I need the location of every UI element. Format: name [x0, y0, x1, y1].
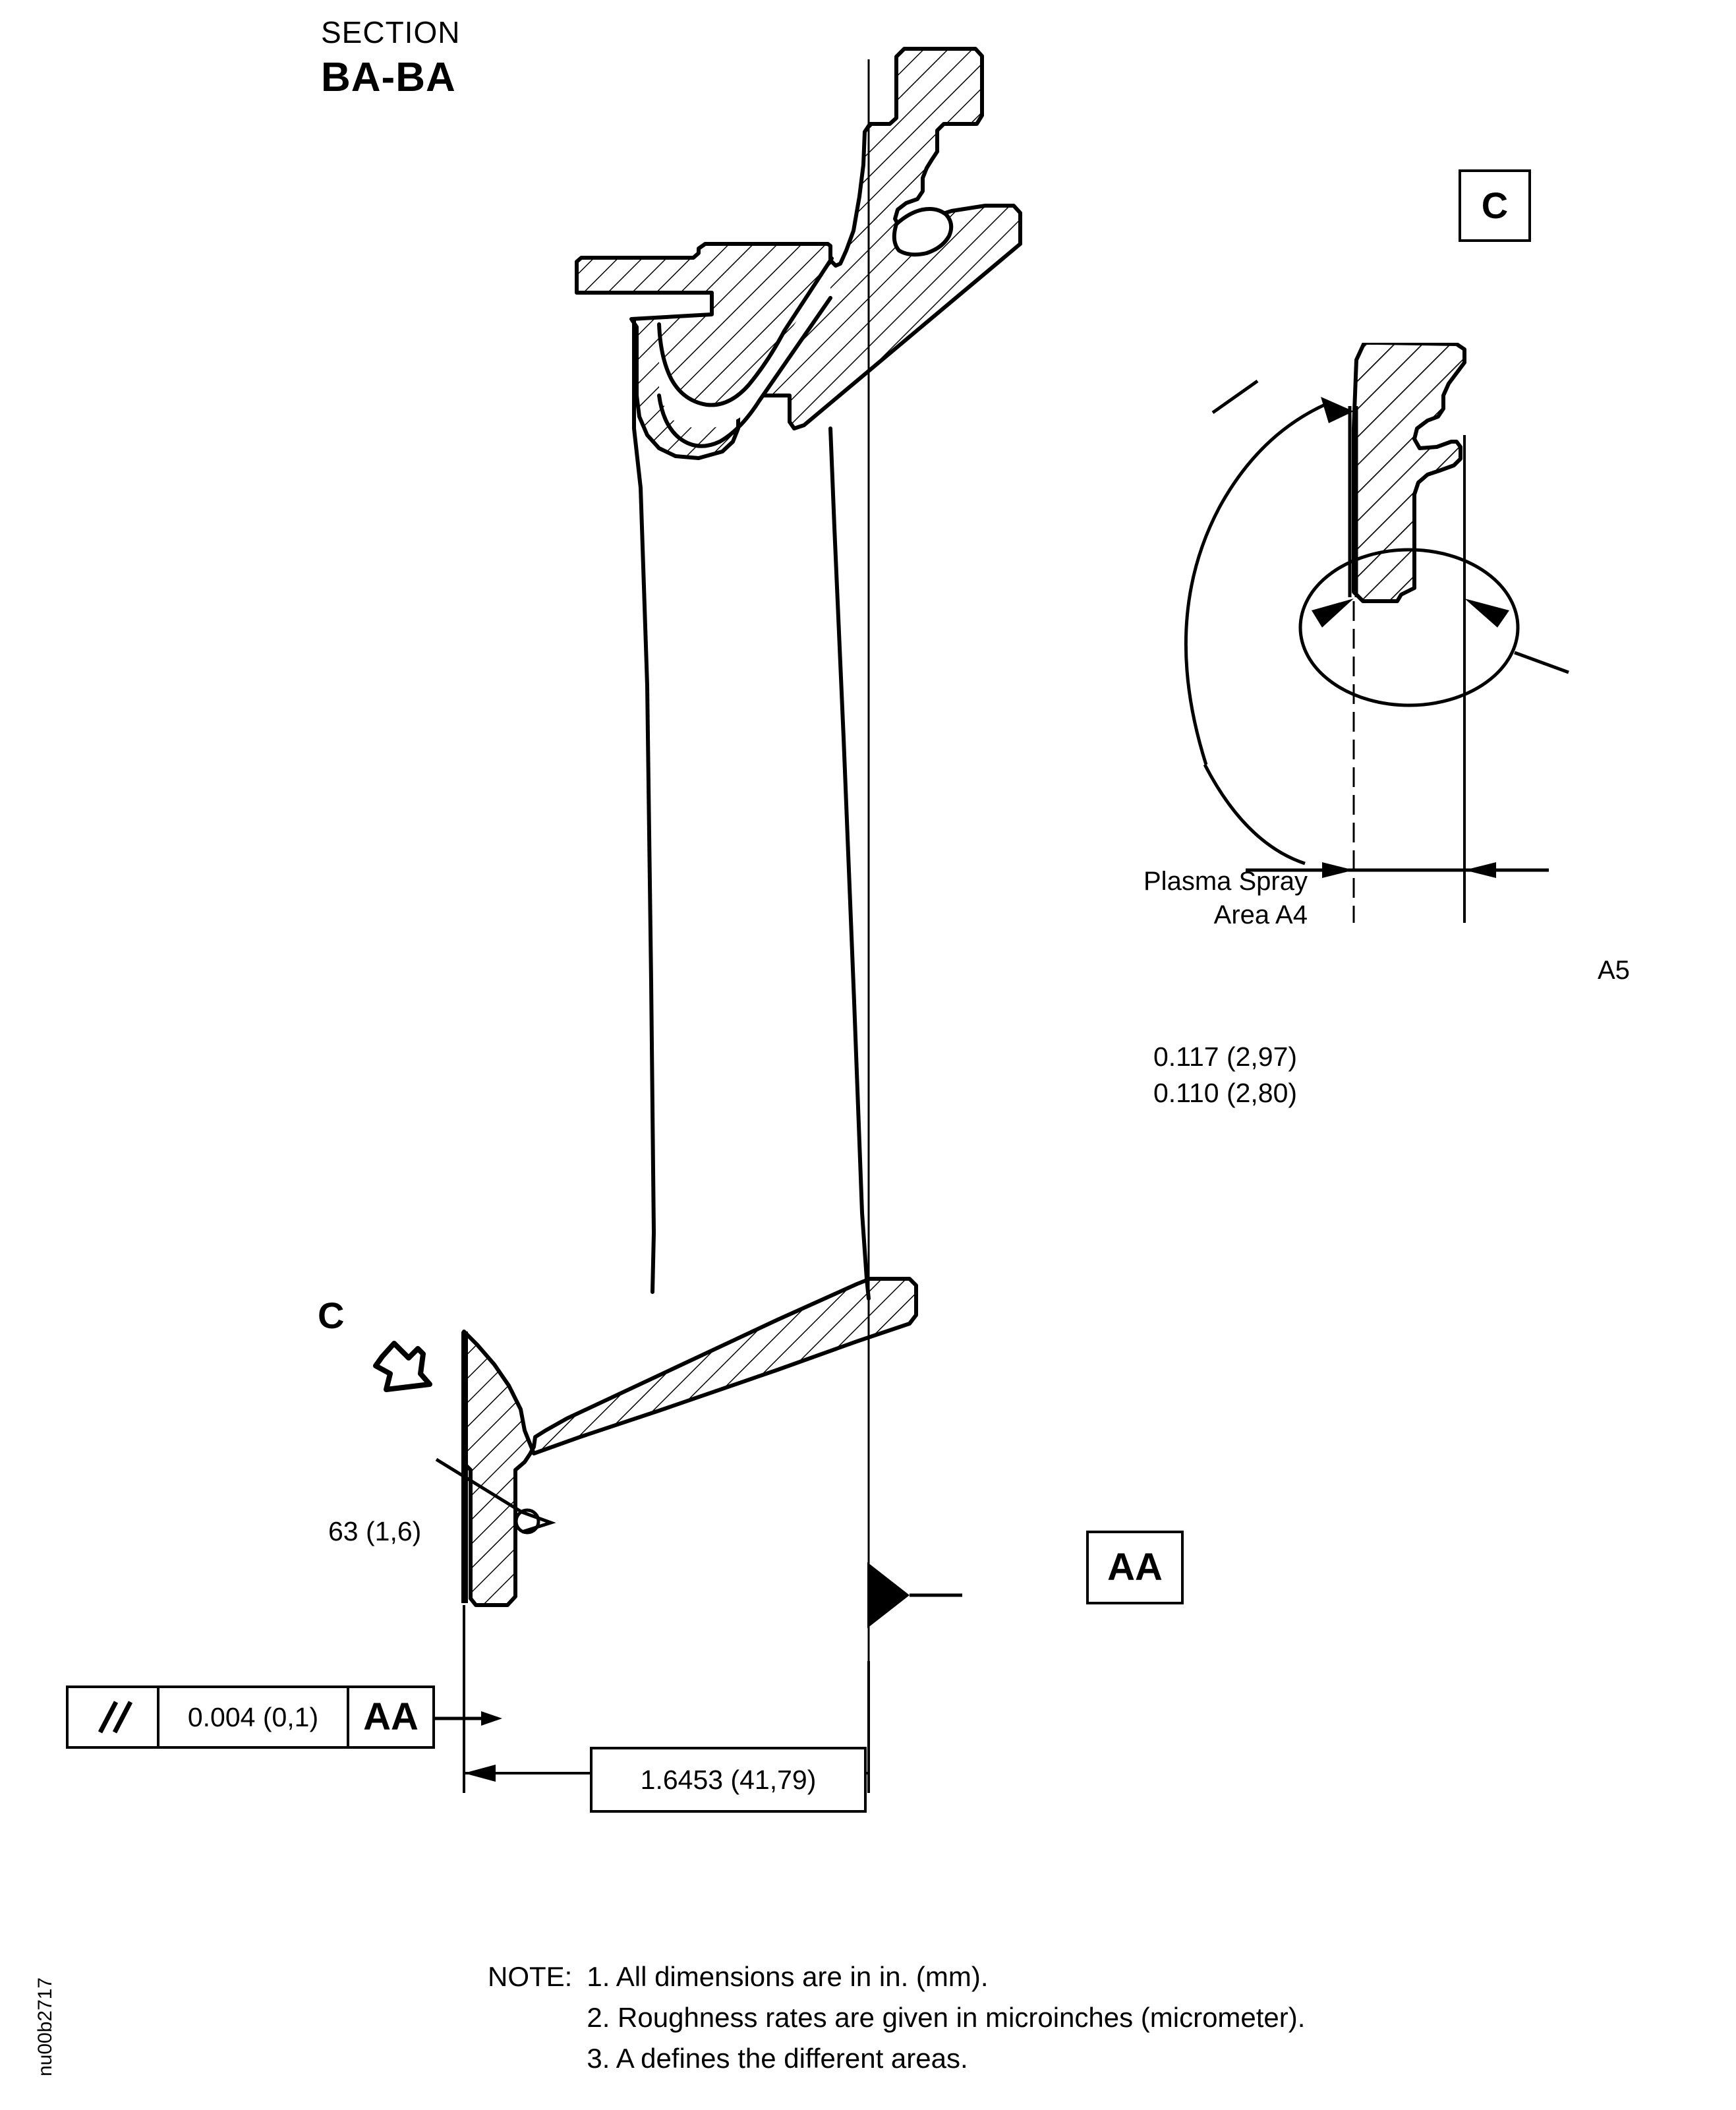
- detail-key-label: C: [1481, 185, 1509, 226]
- sheet-code-container: nu00b2717: [34, 1978, 133, 2099]
- fcf-leader: [434, 1711, 502, 1726]
- feature-control-frame: 0.004 (0,1) AA: [66, 1685, 435, 1749]
- detail-view-c-drawing: [1184, 343, 1569, 923]
- surface-finish-value: 63 (1,6): [328, 1516, 422, 1546]
- detail-key-box: C: [1459, 169, 1531, 242]
- view-arrow-label: C: [318, 1295, 345, 1336]
- upper-hook-pocket: [657, 256, 834, 448]
- detail-dimension-upper: 0.117 (2,97): [1153, 1041, 1298, 1072]
- basic-dimension-value: 1.6453 (41,79): [640, 1764, 817, 1795]
- note-item-1: 1. All dimensions are in in. (mm).: [587, 1961, 989, 1992]
- note-item-2: 2. Roughness rates are given in microinc…: [587, 2002, 1306, 2033]
- detail-thickness-dimension: [1246, 862, 1549, 878]
- fcf-datum-reference: AA: [363, 1695, 419, 1738]
- section-title-identifier: BA-BA: [321, 55, 456, 100]
- section-title-word: SECTION: [321, 15, 461, 49]
- upper-hook-profile: [575, 47, 1022, 460]
- finished-edge-face: [461, 1332, 468, 1603]
- area-a5-label: A5: [1598, 956, 1630, 985]
- plasma-spray-callout-line2: Area A4: [1213, 900, 1308, 929]
- plasma-spray-leader: [1184, 397, 1354, 865]
- detail-dimension-lower: 0.110 (2,80): [1153, 1078, 1298, 1108]
- datum-feature-box: AA: [1086, 1531, 1184, 1604]
- notes-block: NOTE: 1. All dimensions are in in. (mm).…: [488, 1961, 1305, 2074]
- note-item-3: 3. A defines the different areas.: [587, 2043, 968, 2074]
- parallelism-glyph: [98, 1701, 133, 1734]
- detail-wall-body: [1352, 343, 1466, 603]
- lower-flange-profile: [462, 1277, 918, 1607]
- plasma-spray-callout: Plasma Spray Area A4: [1143, 867, 1308, 930]
- section-title-block: SECTION BA-BA: [321, 15, 460, 101]
- notes-heading: NOTE:: [488, 1961, 573, 1992]
- detail-dimension-stack: 0.117 (2,97) 0.110 (2,80): [1153, 1041, 1297, 1109]
- web-wall-profile: [632, 319, 871, 1301]
- area-a5-balloon: [1298, 548, 1569, 707]
- main-section-drawing: [461, 47, 1022, 1793]
- fcf-tolerance-value: 0.004 (0,1): [159, 1688, 349, 1746]
- datum-triangle-marker: [867, 1562, 962, 1628]
- surface-finish-leader: [435, 1457, 556, 1535]
- datum-feature-label: AA: [1107, 1546, 1163, 1589]
- view-direction-arrow-icon: [373, 1341, 432, 1392]
- detail-extension-lines: [1352, 435, 1466, 923]
- upper-hook-notch: [892, 207, 954, 257]
- plasma-spray-callout-line1: Plasma Spray: [1143, 867, 1308, 896]
- parallelism-symbol-icon: [69, 1688, 159, 1746]
- plasma-spray-callout-tick: [1211, 379, 1259, 415]
- plasma-spray-coating-strip: [1348, 406, 1358, 597]
- basic-dimension-box: 1.6453 (41,79): [590, 1747, 867, 1813]
- sheet-code: nu00b2717: [34, 1977, 56, 2076]
